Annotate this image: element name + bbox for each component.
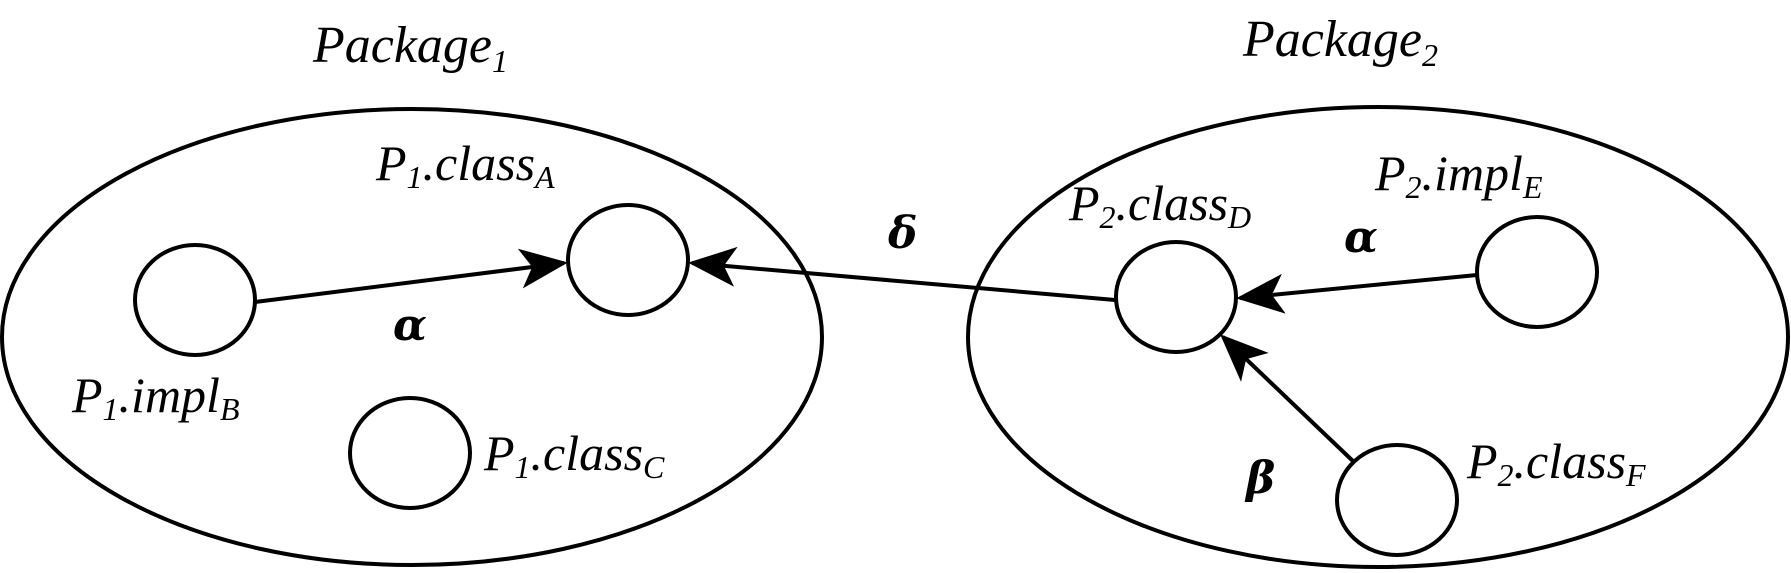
edge-classd-to-classa <box>688 246 1116 302</box>
edge-label-delta: δ <box>887 208 917 259</box>
edge-classf-to-classd <box>1220 334 1357 465</box>
edge-label-alpha-1: α <box>393 300 427 351</box>
node-p1-class-c <box>348 396 472 510</box>
package-1-boundary <box>0 107 824 567</box>
node-p2-class-d <box>1114 240 1238 354</box>
node-label-p1-class-a: P1.classA <box>375 135 555 195</box>
edge-label-beta: β <box>1244 453 1275 504</box>
node-label-p2-class-f: P2.classF <box>1466 433 1646 493</box>
edge-label-alpha-2: α <box>1344 212 1378 263</box>
node-label-p2-impl-e: P2.implE <box>1374 145 1543 205</box>
node-p2-impl-e <box>1475 215 1599 329</box>
node-label-p1-class-c: P1.classC <box>483 425 665 485</box>
edge-imple-to-classd <box>1236 273 1478 314</box>
package-1-title: Package1 <box>312 17 508 79</box>
node-label-p2-class-d: P2.classD <box>1068 175 1251 235</box>
package-2-title: Package2 <box>1242 11 1438 73</box>
node-p2-class-f <box>1335 443 1459 557</box>
node-label-p1-impl-b: P1.implB <box>71 367 240 427</box>
node-p1-class-a <box>566 203 690 317</box>
package-2-boundary <box>966 105 1790 569</box>
edge-implb-to-classa <box>254 248 568 304</box>
node-p1-impl-b <box>133 243 257 357</box>
